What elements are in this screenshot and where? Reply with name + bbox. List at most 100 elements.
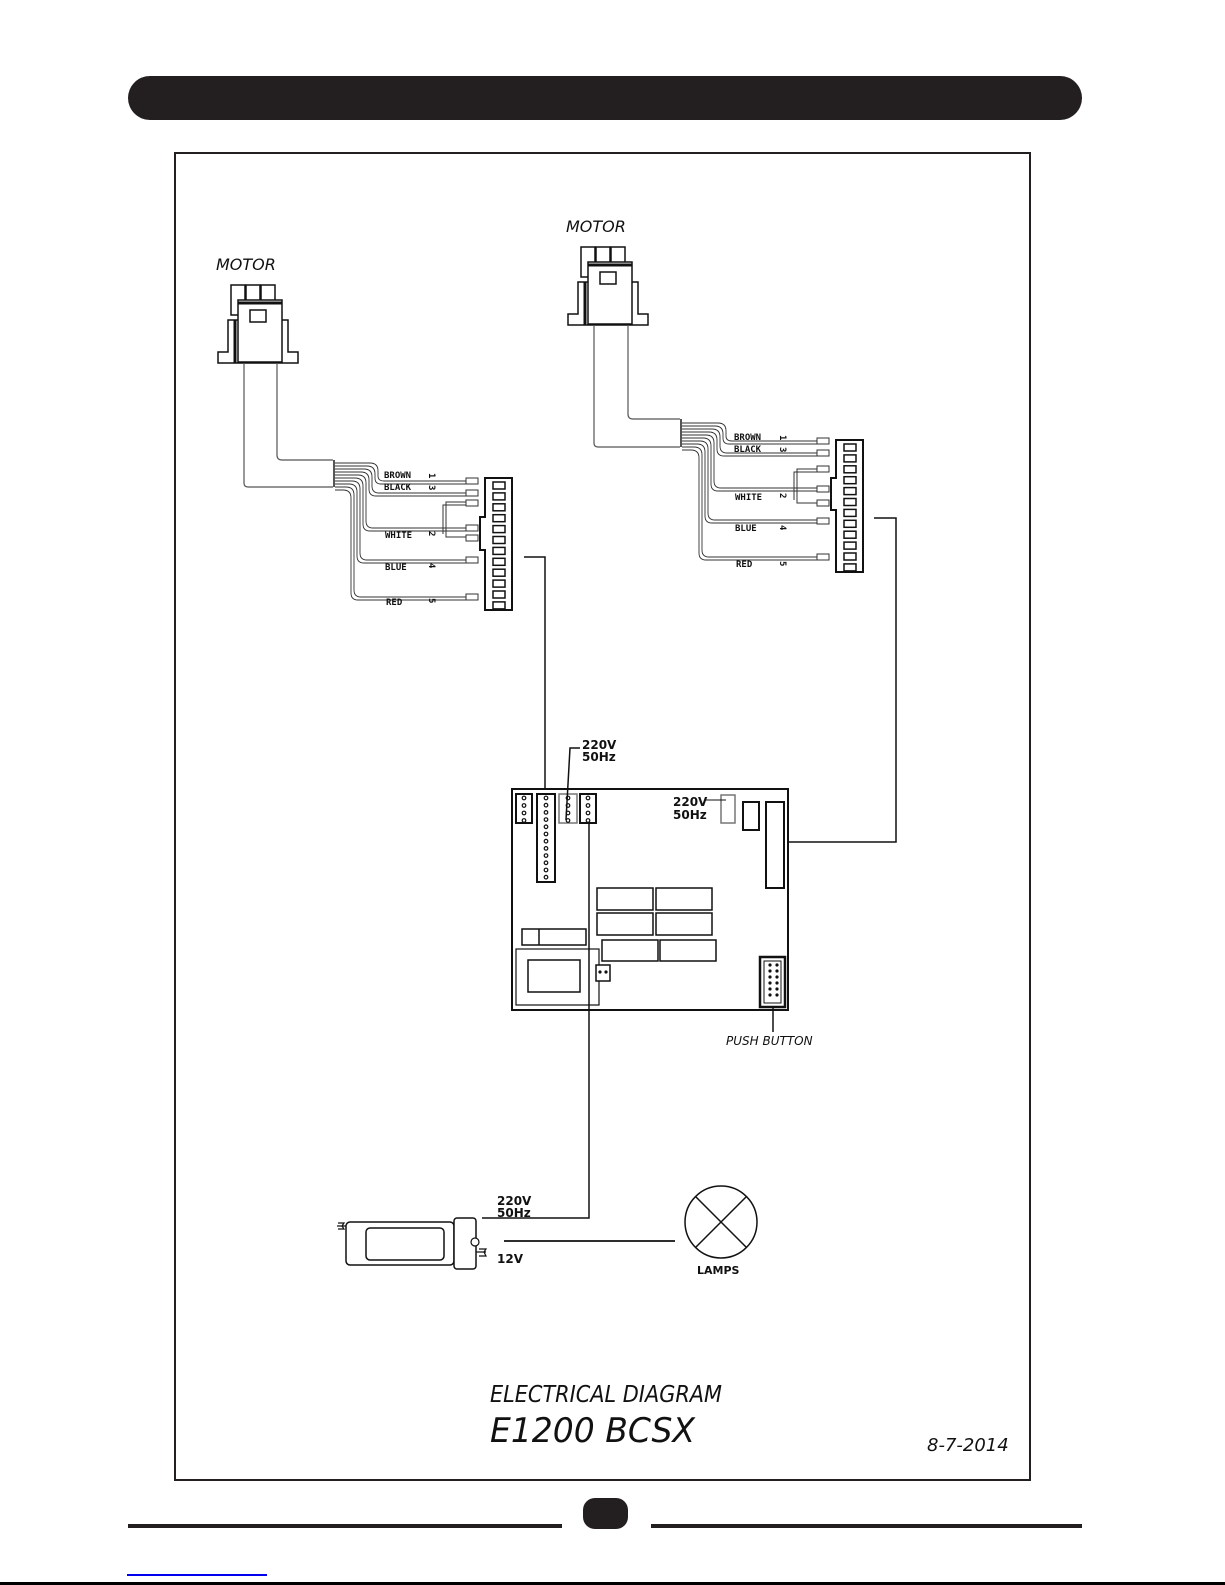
diagram-date: 8-7-2014 xyxy=(927,1435,1009,1456)
pin-dot xyxy=(768,975,771,978)
transformer-output-voltage: 12V xyxy=(497,1252,524,1266)
terminal-slot xyxy=(844,466,856,473)
terminal-slot xyxy=(493,591,505,598)
pin-dot xyxy=(775,963,778,966)
terminal-slot xyxy=(844,542,856,549)
motor-left-plug-icon xyxy=(218,285,298,363)
motor-left-label: MOTOR xyxy=(216,255,276,274)
wire-label-black: BLACK xyxy=(384,483,412,493)
pin-dot xyxy=(544,875,548,879)
pin-dot xyxy=(768,993,771,996)
pin-number: 4 xyxy=(777,525,787,531)
pin-dot xyxy=(522,811,526,815)
terminal-slot xyxy=(493,537,505,544)
pin-dot xyxy=(544,811,548,815)
pin-dot xyxy=(522,796,526,800)
terminal-slot xyxy=(493,569,505,576)
terminal-slot xyxy=(844,488,856,495)
motor-right-cable xyxy=(594,325,680,447)
pin-dot xyxy=(544,861,548,865)
terminal-slot xyxy=(844,499,856,506)
terminal-slot xyxy=(493,558,505,565)
pin-dot xyxy=(775,975,778,978)
motor-right-plug-icon xyxy=(568,247,648,325)
terminal-slot xyxy=(844,509,856,516)
pin-dot xyxy=(768,969,771,972)
pin-number: 2 xyxy=(426,531,436,536)
pin-dot xyxy=(775,993,778,996)
footer-rule-left xyxy=(128,1524,562,1528)
lamps-label: LAMPS xyxy=(697,1264,740,1277)
terminal-slot xyxy=(493,526,505,533)
pin-dot xyxy=(544,854,548,858)
footer-rule-right xyxy=(651,1524,1082,1528)
terminal-slot xyxy=(493,547,505,554)
pin-dot xyxy=(544,847,548,851)
transformer-input-frequency: 50Hz xyxy=(497,1206,531,1220)
pin-dot xyxy=(586,819,590,823)
lamp-transformer: 220V 50Hz 12V xyxy=(337,1194,532,1269)
pin-number: 5 xyxy=(777,561,787,566)
terminal-slot xyxy=(844,553,856,560)
lamp-symbol-icon xyxy=(685,1186,757,1258)
pin-dot xyxy=(768,987,771,990)
diagram-model: E1200 BCSX xyxy=(490,1411,696,1451)
pin-dot xyxy=(522,819,526,823)
push-button-label: PUSH BUTTON xyxy=(726,1034,813,1048)
pin-dot xyxy=(775,987,778,990)
pin-dot xyxy=(544,818,548,822)
terminal-slot xyxy=(844,520,856,527)
terminal-slot xyxy=(493,515,505,522)
supply-label-inner-voltage: 220V xyxy=(673,795,708,809)
terminal-slot xyxy=(493,580,505,587)
terminal-slot xyxy=(493,602,505,609)
pin-dot xyxy=(586,796,590,800)
terminal-strip-left xyxy=(480,478,512,610)
pin-dot xyxy=(544,868,548,872)
pin-number: 4 xyxy=(426,563,436,569)
pin-dot xyxy=(768,981,771,984)
wire-label-black: BLACK xyxy=(734,445,762,455)
wire-label-white: WHITE xyxy=(385,531,412,541)
pin-dot xyxy=(586,804,590,808)
supply-label-top-frequency: 50Hz xyxy=(582,750,616,764)
motor-left-cable xyxy=(244,363,333,487)
pin-dot xyxy=(522,804,526,808)
terminal-slot xyxy=(844,531,856,538)
pin-dot xyxy=(544,839,548,843)
pin-number: 3 xyxy=(777,447,787,452)
wire-label-brown: BROWN xyxy=(384,471,411,481)
control-board: PUSH BUTTON 220V 50Hz 220V 50Hz xyxy=(512,738,813,1048)
terminal-slot xyxy=(844,455,856,462)
pin-number: 1 xyxy=(777,435,787,440)
terminal-slot xyxy=(844,444,856,451)
wire-label-red: RED xyxy=(386,598,403,608)
diagram-title: ELECTRICAL DIAGRAM xyxy=(490,1382,722,1408)
terminal-slot xyxy=(844,477,856,484)
terminal-slot xyxy=(493,504,505,511)
terminal-slot xyxy=(493,493,505,500)
pin-dot xyxy=(586,811,590,815)
pin-number: 3 xyxy=(426,485,436,490)
page-number-badge xyxy=(583,1498,628,1529)
pin-number: 2 xyxy=(777,493,787,498)
pin-number: 5 xyxy=(426,598,436,603)
motor-left: MOTOR xyxy=(216,255,545,880)
pin-dot xyxy=(775,969,778,972)
supply-label-inner-frequency: 50Hz xyxy=(673,808,707,822)
pin-dot xyxy=(775,981,778,984)
pin-dot xyxy=(768,963,771,966)
terminal-slot xyxy=(844,564,856,571)
wire-label-blue: BLUE xyxy=(735,524,757,534)
wire-label-red: RED xyxy=(736,560,753,570)
pin-dot xyxy=(544,803,548,807)
footer-link-underline[interactable] xyxy=(127,1574,267,1576)
pin-dot xyxy=(544,796,548,800)
wire-label-blue: BLUE xyxy=(385,563,407,573)
wire-label-brown: BROWN xyxy=(734,433,761,443)
pin-number: 1 xyxy=(426,473,436,478)
pin-dot xyxy=(544,825,548,829)
terminal-strip-right xyxy=(831,440,863,572)
wire-label-white: WHITE xyxy=(735,493,762,503)
